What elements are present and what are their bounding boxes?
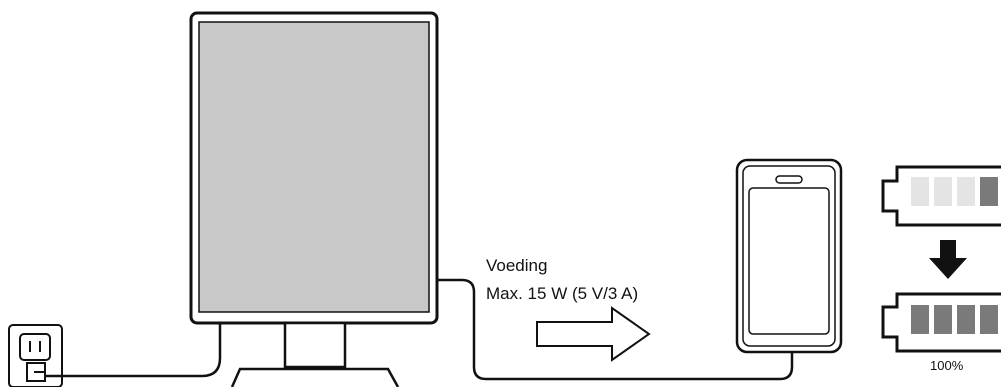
power-label: Voeding xyxy=(486,256,548,275)
battery-percentage-label: 100% xyxy=(930,358,964,373)
battery-cell xyxy=(980,305,998,334)
battery-cell xyxy=(934,177,952,206)
monitor-neck xyxy=(283,321,347,369)
monitor-screen xyxy=(198,21,430,313)
smartphone-icon xyxy=(735,158,843,354)
phone-speaker xyxy=(775,175,803,184)
monitor-icon xyxy=(189,11,439,387)
arrow-right-icon xyxy=(536,306,651,362)
power-spec-label: Max. 15 W (5 V/3 A) xyxy=(486,284,639,303)
battery-cell xyxy=(911,177,929,206)
monitor-base xyxy=(230,367,400,387)
wall-outlet-icon xyxy=(8,324,63,387)
battery-cell xyxy=(934,305,952,334)
battery-icon xyxy=(881,292,1001,353)
power-cable xyxy=(45,322,222,378)
battery-cell xyxy=(911,305,929,334)
battery-icon xyxy=(881,165,1001,227)
battery-cell xyxy=(957,305,975,334)
battery-cell xyxy=(957,177,975,206)
battery-cell xyxy=(980,177,998,206)
usb-cable xyxy=(437,278,794,381)
arrow-down-icon xyxy=(929,240,967,279)
